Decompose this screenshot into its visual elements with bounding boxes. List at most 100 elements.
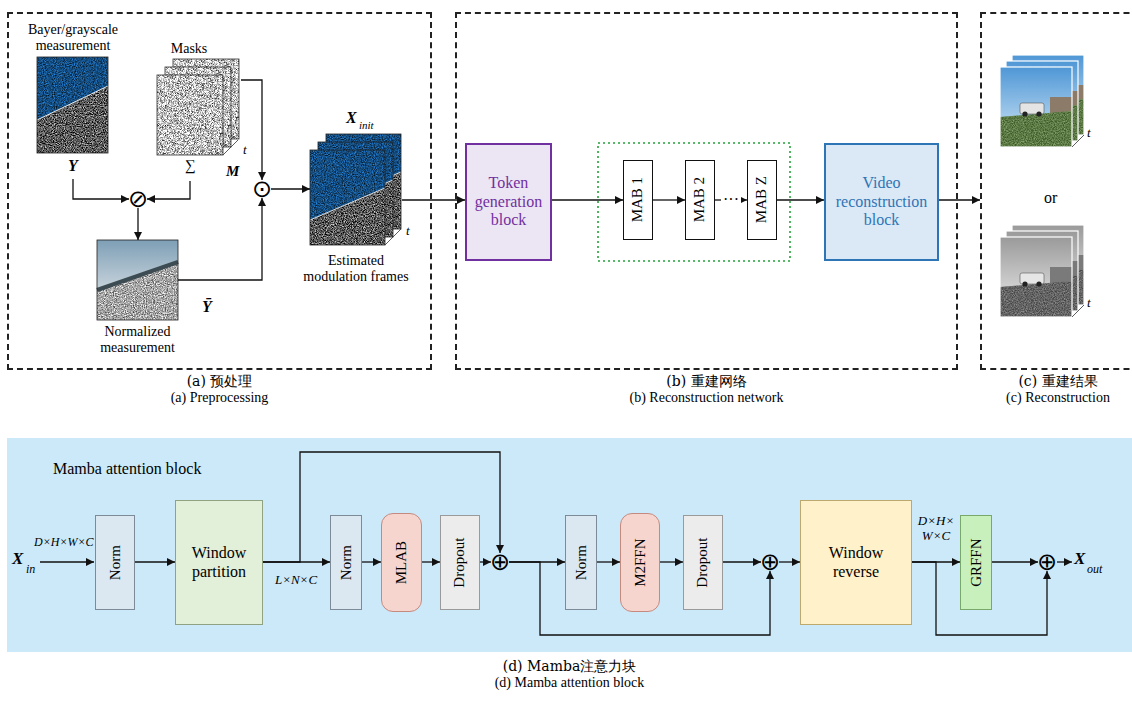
ffn-box: GRFFN <box>960 515 992 610</box>
depth-line <box>385 229 401 245</box>
node-label: Dropout <box>694 538 711 588</box>
node-label: (c) 重建结果 <box>982 373 1132 389</box>
modulation-stack <box>310 134 401 245</box>
normalized-picture <box>97 240 178 320</box>
node-label: MAB 1 <box>629 177 646 222</box>
edge-label: L×N×C <box>273 573 319 588</box>
dropout-box: Dropout <box>440 515 480 610</box>
connector-arrow <box>271 188 310 189</box>
connector-arrow <box>939 199 980 200</box>
add-operator: ⊕ <box>1038 553 1056 571</box>
node-label: t <box>243 143 247 158</box>
block-band: Mamba attention block(d) Mamba注意力块(d) Ma… <box>7 438 1132 652</box>
connector-arrow <box>777 199 824 200</box>
node-label: ∑ <box>179 157 201 174</box>
measurement-image: Bayer/grayscale measurementY <box>37 57 109 179</box>
process-box: MAB Z <box>747 160 777 240</box>
connector-arrow <box>723 561 761 562</box>
node-label: Window reverse <box>829 544 883 581</box>
norm-box: Norm <box>330 515 362 610</box>
tree-line <box>97 262 178 290</box>
add-operator: ⊕ <box>761 553 779 571</box>
node-label: X <box>346 109 357 127</box>
gray-output-stack <box>1000 225 1084 317</box>
sky-area <box>97 240 178 290</box>
split-line <box>37 86 108 120</box>
node-label: MLAB <box>393 541 410 584</box>
connector-arrow <box>147 181 190 199</box>
process-box: Token generation block <box>465 143 552 261</box>
depth-line <box>223 140 238 155</box>
connector-arrow <box>422 561 440 562</box>
add-operator: ⊕ <box>491 553 509 571</box>
node-label: Normalized measurement <box>77 324 198 356</box>
divide-operator: ⊘ <box>129 190 147 208</box>
node-label: M <box>226 163 239 180</box>
multiply-operator: ⊙ <box>253 180 271 198</box>
node-label: Estimated modulation frames <box>297 253 415 285</box>
node-label: Y <box>37 157 109 175</box>
mask-stack-image: Maskst∑M <box>157 59 241 181</box>
node-label: ⊘ <box>128 187 148 211</box>
edge-label: ··· <box>721 191 741 209</box>
connector-arrow <box>362 561 381 562</box>
dashed-panel: (a) 预处理(a) PreprocessingBayer/grayscale … <box>7 12 432 370</box>
node-label: Window partition <box>192 544 246 581</box>
connector-arrow <box>597 561 620 562</box>
connector-arrow <box>552 199 623 200</box>
color-output-stack <box>1000 55 1084 147</box>
node-label: (d) Mamba注意力块 <box>7 658 1132 674</box>
diagram-label: out <box>1087 563 1102 577</box>
diagram-label: t <box>1087 296 1091 311</box>
output-frame <box>1000 237 1072 317</box>
node-label: ⊕ <box>1037 550 1057 574</box>
modulation-frame <box>310 150 385 245</box>
connector-arrow <box>992 561 1038 562</box>
connector-arrow <box>241 80 262 180</box>
process-box: Window partition <box>175 500 263 625</box>
process-box: MAB 1 <box>623 160 653 240</box>
node-label: (b) Reconstruction network <box>457 390 956 406</box>
picture-frame <box>37 57 108 153</box>
node-label: t <box>406 224 410 239</box>
gray-half <box>37 57 108 153</box>
connector-arrow <box>779 561 800 562</box>
input-arrow <box>40 561 94 562</box>
node-label: ⊙ <box>252 177 272 201</box>
mask-frame <box>157 75 223 155</box>
connector-arrow <box>660 561 683 562</box>
connector-arrow <box>480 561 491 562</box>
node-label: Norm <box>106 545 123 580</box>
node-label: Masks <box>147 41 231 57</box>
ffn-box: M2FFN <box>620 513 660 612</box>
color-half <box>37 57 108 120</box>
diagram-label: t <box>1087 126 1091 141</box>
diagram-label: X <box>12 549 23 569</box>
dashed-panel: (b) 重建网络(b) Reconstruction networkToken … <box>455 12 958 370</box>
node-label: ⊕ <box>760 550 780 574</box>
node-label: Ȳ <box>202 298 212 316</box>
process-box: MAB 2 <box>685 160 715 240</box>
ground-texture <box>97 240 178 320</box>
node-label: Bayer/grayscale measurement <box>13 22 133 54</box>
node-label: Mamba attention block <box>53 460 201 478</box>
connector-arrow <box>137 208 138 240</box>
node-label: GRFFN <box>967 538 984 586</box>
node-label: M2FFN <box>631 538 648 586</box>
node-label: init <box>359 119 374 132</box>
depth-line <box>1072 305 1084 317</box>
diagram-label: X <box>1074 549 1085 569</box>
node-label: Norm <box>572 545 589 580</box>
diagram-label: or <box>1044 189 1057 207</box>
connector-arrow <box>178 198 262 280</box>
measurement-picture <box>37 57 108 153</box>
normalized-image: ȲNormalized measurement <box>97 240 178 320</box>
node-label: (b) 重建网络 <box>457 373 956 389</box>
node-label: (d) Mamba attention block <box>7 675 1132 691</box>
node-label: (c) Reconstruction <box>982 390 1132 406</box>
node-label: MAB 2 <box>691 177 708 222</box>
picture-frame <box>97 240 178 320</box>
mab-group-outline <box>598 143 790 261</box>
output-arrow <box>1057 561 1072 562</box>
